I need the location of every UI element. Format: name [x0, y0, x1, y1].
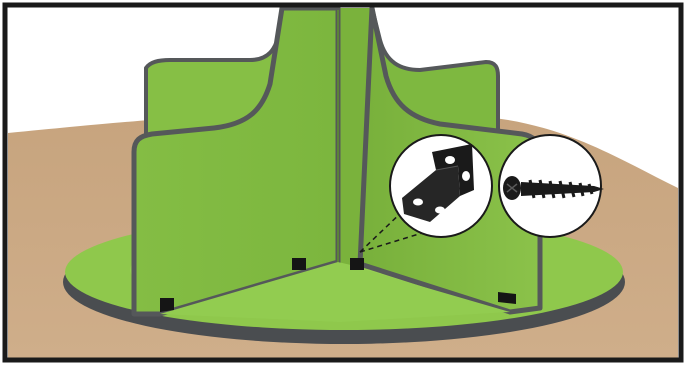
l-bracket-callout [390, 135, 492, 237]
bracket-3 [350, 258, 364, 270]
bracket-1 [160, 298, 174, 312]
bracket-4 [498, 292, 516, 304]
bracket-5 [300, 262, 304, 270]
